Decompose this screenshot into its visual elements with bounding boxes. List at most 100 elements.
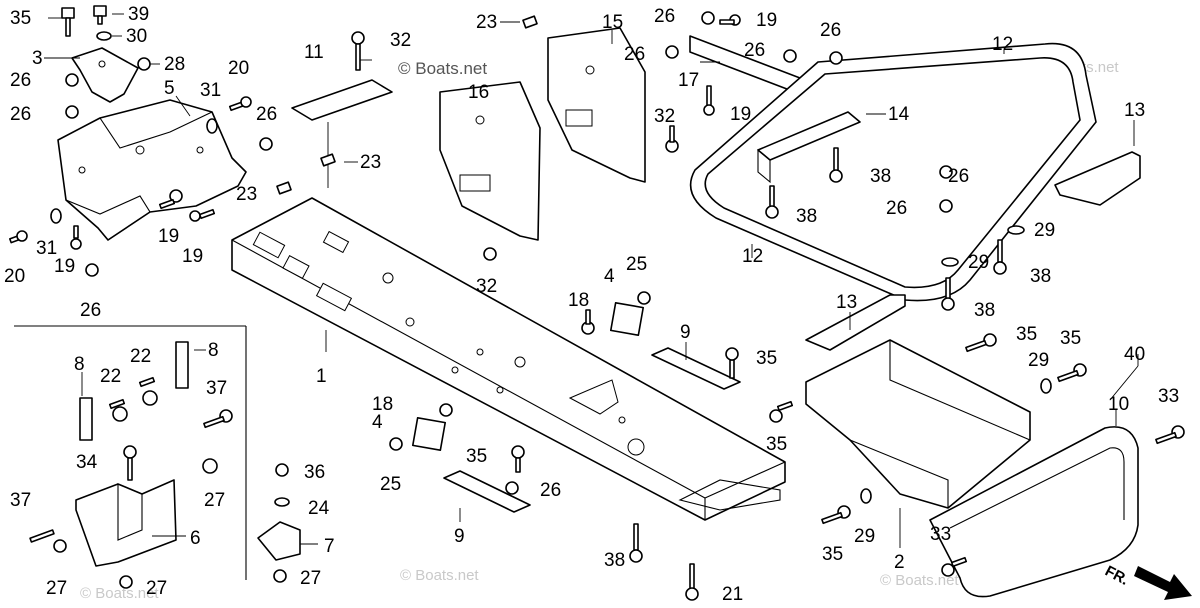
callout-19: 19 <box>756 10 777 31</box>
callout-26: 26 <box>80 300 101 321</box>
callout-25: 25 <box>380 474 401 495</box>
callout-4: 4 <box>604 266 615 287</box>
callout-31: 31 <box>200 80 221 101</box>
callout-20: 20 <box>228 58 249 79</box>
callout-29: 29 <box>968 252 989 273</box>
callout-22: 22 <box>130 346 151 367</box>
rear-frame-2-part <box>805 339 1031 509</box>
callout-23: 23 <box>476 12 497 33</box>
watermark-bottom-right: © Boats.net <box>880 572 959 589</box>
callout-3: 3 <box>32 48 43 69</box>
callout-33: 33 <box>1158 386 1179 407</box>
callout-12: 12 <box>742 246 763 267</box>
callout-30: 30 <box>126 26 147 47</box>
callout-29: 29 <box>854 526 875 547</box>
callout-2: 2 <box>894 552 905 573</box>
callout-14: 14 <box>888 104 910 125</box>
callout-39: 39 <box>128 4 149 25</box>
callout-35: 35 <box>822 544 843 565</box>
callout-27: 27 <box>300 568 321 589</box>
callout-13: 13 <box>836 292 857 313</box>
copyright-watermark: © Boats.net <box>398 59 487 78</box>
callout-26: 26 <box>744 40 765 61</box>
plate-4-upper-part <box>609 301 645 337</box>
front-bracket-part <box>57 99 247 241</box>
callout-26: 26 <box>10 70 31 91</box>
frame-loop-12-part <box>689 42 1097 302</box>
callout-26: 26 <box>624 44 645 65</box>
front-direction-label: FR. <box>1102 563 1131 589</box>
watermark-bottom-mid: © Boats.net <box>400 567 479 584</box>
callout-11: 11 <box>304 42 324 63</box>
bumper-10-part <box>929 426 1139 598</box>
callout-20: 20 <box>4 266 25 287</box>
callout-38: 38 <box>974 300 995 321</box>
callout-33: 33 <box>930 524 951 545</box>
callout-19: 19 <box>54 256 75 277</box>
callout-26: 26 <box>654 6 675 27</box>
plate-4-lower-part <box>411 416 447 452</box>
callout-32: 32 <box>476 276 497 297</box>
bracket-8-left-part <box>79 397 93 441</box>
callout-10: 10 <box>1108 394 1129 415</box>
callout-25: 25 <box>626 254 647 275</box>
callout-29: 29 <box>1034 220 1055 241</box>
callout-35: 35 <box>466 446 487 467</box>
callout-37: 37 <box>10 490 31 511</box>
callout-1: 1 <box>316 366 327 387</box>
callout-labels: 35 39 30 3 28 26 5 31 20 26 26 19 23 19 … <box>4 4 1179 605</box>
callout-8: 8 <box>208 340 219 361</box>
callout-32: 32 <box>654 106 675 127</box>
callout-31: 31 <box>36 238 57 259</box>
callout-26: 26 <box>256 104 277 125</box>
callout-15: 15 <box>602 12 623 33</box>
callout-19: 19 <box>182 246 203 267</box>
side-panel-15-part <box>547 27 646 183</box>
callout-19: 19 <box>730 104 751 125</box>
front-direction-indicator: FR. <box>1102 563 1192 600</box>
callout-17: 17 <box>678 70 699 91</box>
callout-6: 6 <box>190 528 201 549</box>
callout-13: 13 <box>1124 100 1145 121</box>
callout-32: 32 <box>390 30 411 51</box>
bracket-8-right-part <box>175 341 189 389</box>
callout-27: 27 <box>204 490 225 511</box>
callout-28: 28 <box>164 54 185 75</box>
callout-29: 29 <box>1028 350 1049 371</box>
plate-11-part <box>291 79 393 121</box>
callout-24: 24 <box>308 498 330 519</box>
callout-35: 35 <box>10 8 31 29</box>
callout-16: 16 <box>468 82 489 103</box>
callout-35: 35 <box>756 348 777 369</box>
callout-18: 18 <box>372 394 393 415</box>
callout-26: 26 <box>540 480 561 501</box>
callout-38: 38 <box>870 166 891 187</box>
callout-18: 18 <box>568 290 589 311</box>
watermark-bottom-left: © Boats.net <box>80 585 159 602</box>
bracket-plate-3-part <box>71 47 139 103</box>
callout-19: 19 <box>158 226 179 247</box>
callout-7: 7 <box>324 536 335 557</box>
callout-23: 23 <box>360 152 381 173</box>
bracket-13-upper-part <box>1054 151 1141 206</box>
callout-5: 5 <box>164 78 175 99</box>
callout-35: 35 <box>1060 328 1081 349</box>
callout-23: 23 <box>236 184 257 205</box>
bracket-13-lower-part <box>805 294 906 351</box>
callout-38: 38 <box>1030 266 1051 287</box>
callout-26: 26 <box>948 166 969 187</box>
callout-9: 9 <box>680 322 691 343</box>
callout-9: 9 <box>454 526 465 547</box>
callout-38: 38 <box>796 206 817 227</box>
callout-27: 27 <box>146 578 167 599</box>
callout-35: 35 <box>766 434 787 455</box>
main-frame-part <box>231 197 786 521</box>
front-arrow-icon <box>1134 566 1192 600</box>
callout-38: 38 <box>604 550 625 571</box>
callout-4: 4 <box>372 412 383 433</box>
plate-7-part <box>257 521 301 561</box>
callout-22: 22 <box>100 366 121 387</box>
callout-21: 21 <box>722 584 743 605</box>
callout-27: 27 <box>46 578 67 599</box>
